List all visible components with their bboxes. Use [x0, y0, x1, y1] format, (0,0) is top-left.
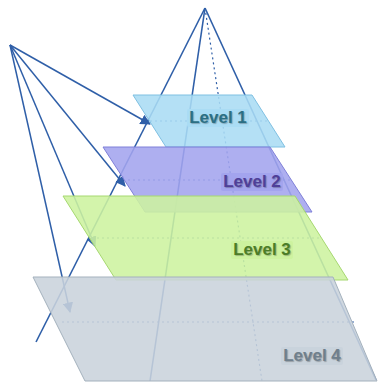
level-label: Level 2	[221, 173, 283, 192]
level-label: Level 1	[187, 109, 249, 128]
level-label: Level 3	[231, 241, 293, 260]
pyramid-level: Level 4	[33, 277, 377, 381]
pyramid-level: Level 3	[63, 196, 348, 280]
level-label: Level 4	[281, 347, 343, 366]
level-shape	[33, 277, 377, 381]
level-fill	[63, 196, 348, 280]
level-fill	[133, 95, 285, 147]
level-shape	[63, 196, 348, 280]
level-fill	[33, 277, 377, 381]
pyramid-level: Level 1	[133, 95, 285, 147]
